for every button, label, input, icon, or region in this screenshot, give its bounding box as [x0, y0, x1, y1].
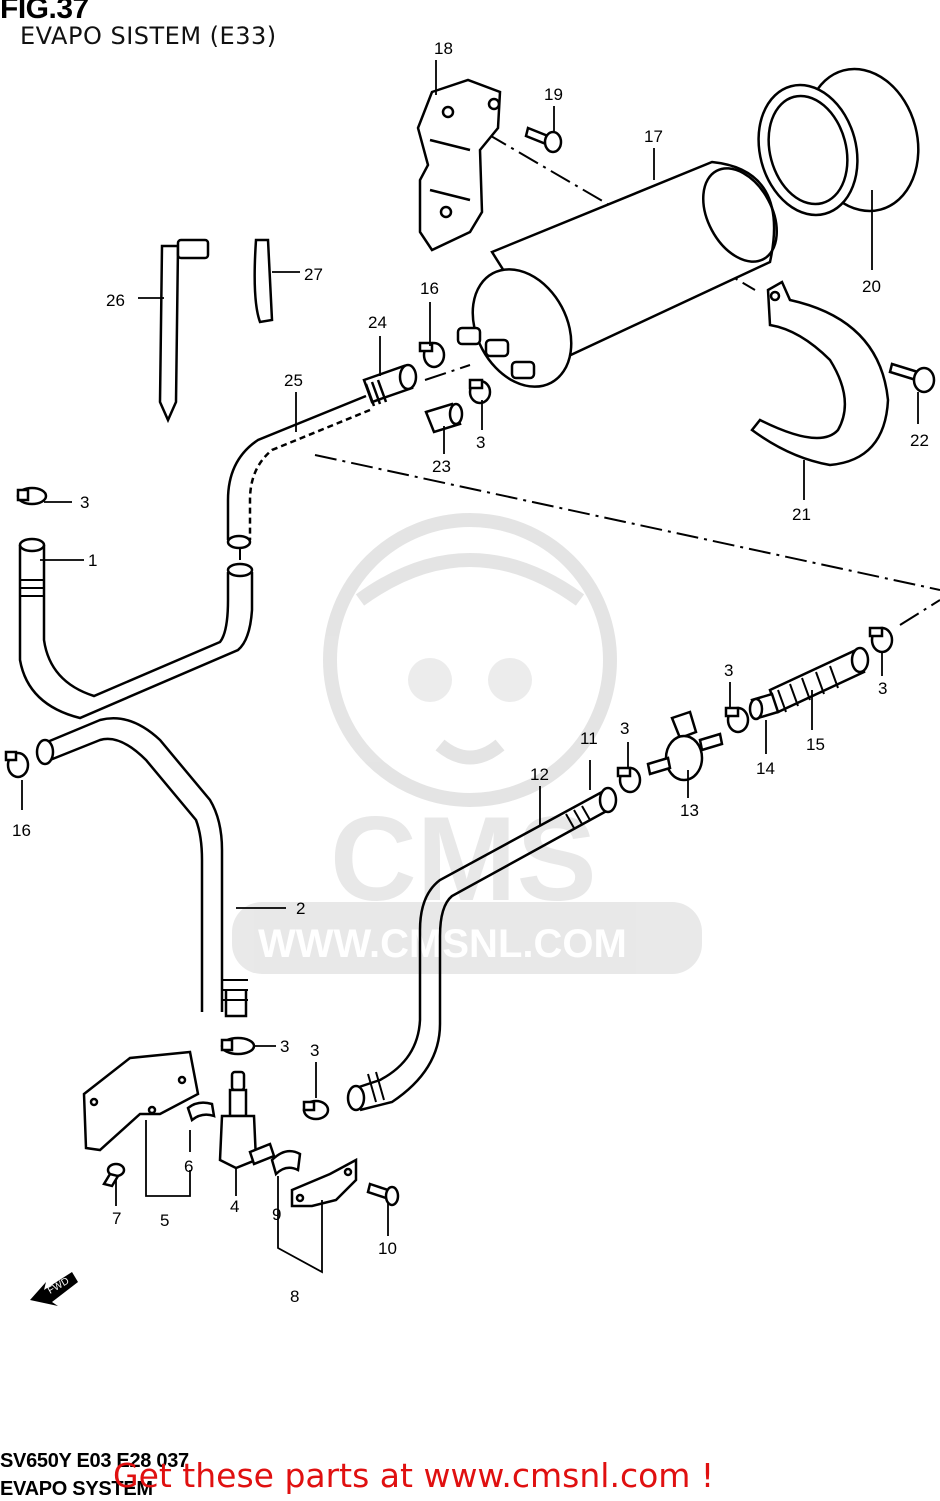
model-code: SV650Y E03 E28 037	[0, 1450, 189, 1472]
callout-16-upper: 16	[420, 279, 439, 298]
hose-12	[346, 786, 618, 1112]
callout-21: 21	[792, 505, 811, 524]
clamp-16-upper	[418, 341, 446, 369]
sleeve-23	[424, 402, 464, 434]
watermark-url-bar	[232, 902, 702, 974]
callout-26: 26	[106, 291, 125, 310]
band-20	[757, 67, 920, 217]
callout-15: 15	[806, 735, 825, 754]
callout-14: 14	[756, 759, 775, 778]
callout-3-right-c: 3	[620, 719, 629, 738]
hose-1	[18, 537, 254, 720]
clip-6	[186, 1101, 216, 1123]
callout-3-left: 3	[80, 493, 89, 512]
bracket-18	[416, 78, 502, 252]
callout-19: 19	[544, 85, 563, 104]
watermark-logo-text: CMS	[330, 792, 597, 926]
bracket-5	[82, 1050, 200, 1152]
parts-diagram: CMS WWW.CMSNL.COM	[4, 39, 940, 1306]
callout-12: 12	[530, 765, 549, 784]
hose-25	[226, 394, 371, 550]
callout-10: 10	[378, 1239, 397, 1258]
callout-18: 18	[434, 39, 453, 58]
clamp-3-canister	[468, 378, 492, 405]
promo-link[interactable]: Get these parts at www.cmsnl.com !	[113, 1456, 715, 1495]
callout-17: 17	[644, 127, 663, 146]
clip-9	[270, 1149, 302, 1177]
tie-26	[158, 238, 210, 424]
clip-27	[253, 238, 274, 324]
leader-lines	[21, 60, 919, 1274]
hose-24	[362, 363, 418, 407]
callout-3-canister: 3	[476, 433, 485, 452]
callout-9: 9	[272, 1205, 281, 1224]
figure-title: EVAPO SISTEM (E33)	[20, 22, 277, 50]
mascot-logo	[323, 513, 617, 807]
watermark: CMS WWW.CMSNL.COM	[232, 513, 702, 974]
clamp-3-right-c	[616, 766, 642, 794]
callout-11: 11	[580, 729, 598, 748]
callout-2: 2	[296, 899, 305, 918]
callout-13: 13	[680, 801, 699, 820]
clamp-3-left	[16, 486, 48, 506]
callout-3-right-a: 3	[878, 679, 887, 698]
bracket-8	[290, 1157, 358, 1208]
callout-6: 6	[184, 1157, 193, 1176]
callout-labels: 1 2 3 3 3 3 3 3 3 3 4 5 6 7 8 9 10 11 12…	[12, 39, 929, 1306]
bolt-7	[102, 1162, 126, 1188]
joint-14	[748, 692, 780, 721]
hose-2	[35, 716, 248, 1018]
bolt-22	[888, 362, 936, 394]
clamp-3-lower-a	[220, 1036, 256, 1056]
callout-5: 5	[160, 1211, 169, 1230]
forward-arrow: FWD	[30, 1272, 78, 1306]
callout-7: 7	[112, 1209, 121, 1228]
clamp-3-right-b	[724, 706, 750, 734]
callout-1: 1	[88, 551, 97, 570]
callout-27: 27	[304, 265, 323, 284]
bolt-19	[524, 126, 563, 154]
valve-13	[646, 710, 724, 782]
clamp-3-right-a	[868, 626, 894, 654]
clamp-3-lower-b	[302, 1099, 330, 1121]
callout-8: 8	[290, 1287, 299, 1306]
callout-3-lower-a: 3	[280, 1037, 289, 1056]
hose-15	[768, 646, 870, 714]
forward-arrow-shape	[30, 1272, 78, 1306]
watermark-url-text: WWW.CMSNL.COM	[258, 922, 627, 966]
callout-24: 24	[368, 313, 387, 332]
callout-22: 22	[910, 431, 929, 450]
holder-21	[750, 280, 890, 467]
canister-17	[456, 160, 778, 388]
figure-number: FIG.37	[0, 0, 89, 25]
clamp-16-left	[4, 750, 30, 779]
callout-16-left: 16	[12, 821, 31, 840]
section-name: EVAPO SYSTEM	[0, 1478, 153, 1500]
callout-3-lower-b: 3	[310, 1041, 319, 1060]
bolt-10	[366, 1182, 400, 1207]
callout-20: 20	[862, 277, 881, 296]
callout-25: 25	[284, 371, 303, 390]
callout-23: 23	[432, 457, 451, 476]
callout-3-right-b: 3	[724, 661, 733, 680]
callout-4: 4	[230, 1197, 239, 1216]
fitting-4	[218, 1070, 276, 1170]
